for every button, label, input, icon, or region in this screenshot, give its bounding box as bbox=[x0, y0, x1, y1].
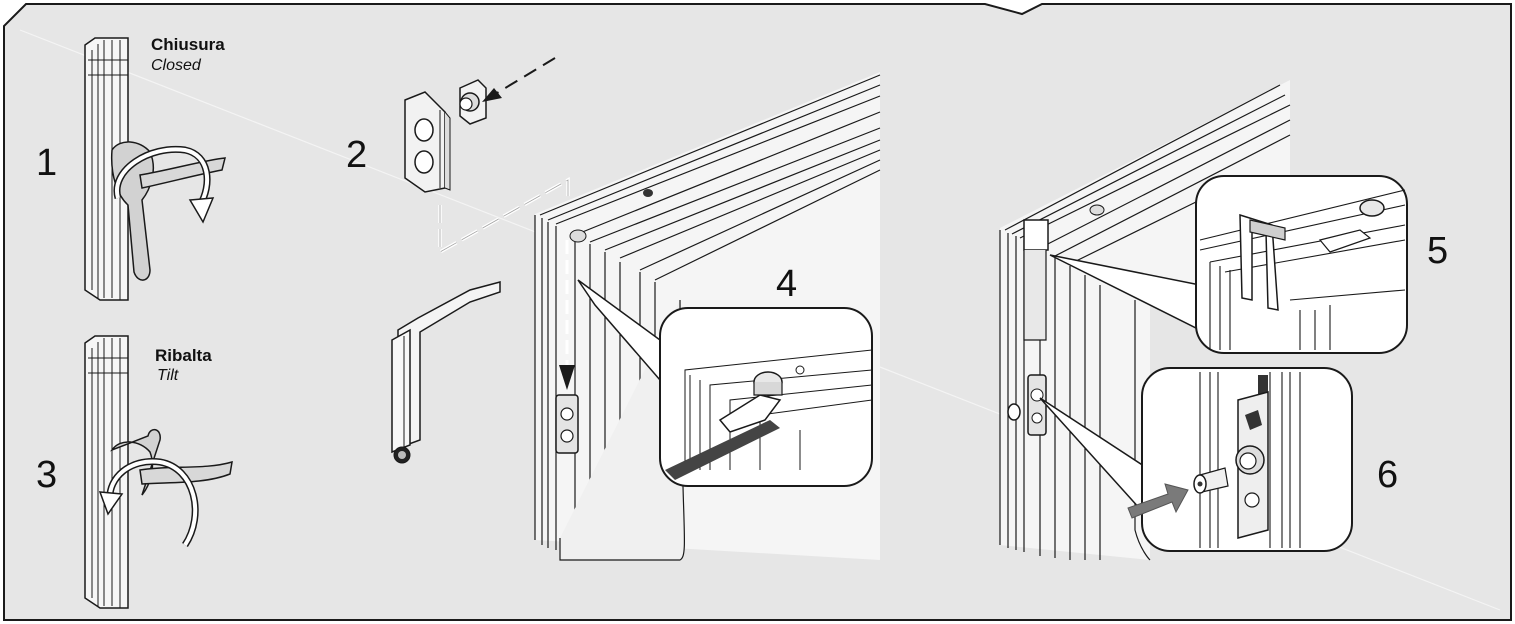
insert-arrow-2 bbox=[482, 57, 556, 102]
step-1-title: Chiusura bbox=[151, 35, 225, 54]
step-3-title: Ribalta bbox=[155, 346, 212, 365]
detail-inset-6 bbox=[1127, 367, 1353, 552]
pin-part bbox=[459, 79, 487, 125]
step-1-subtitle: Closed bbox=[151, 57, 201, 74]
bracket-part bbox=[391, 281, 501, 464]
step-number-3: 3 bbox=[36, 454, 58, 496]
step-3-subtitle: Tilt bbox=[157, 367, 179, 384]
handle-tilt-figure bbox=[84, 335, 233, 609]
step-number-4: 4 bbox=[776, 263, 798, 305]
strike-plate-part bbox=[404, 91, 451, 193]
step-number-2: 2 bbox=[346, 134, 368, 176]
step-number-6: 6 bbox=[1377, 454, 1399, 496]
step-number-5: 5 bbox=[1427, 230, 1449, 272]
handle-closed-figure bbox=[84, 37, 226, 301]
detail-inset-5 bbox=[1195, 175, 1408, 354]
assembly-path-line bbox=[438, 177, 570, 255]
detail-inset-4 bbox=[659, 307, 873, 487]
step-number-1: 1 bbox=[36, 142, 58, 184]
